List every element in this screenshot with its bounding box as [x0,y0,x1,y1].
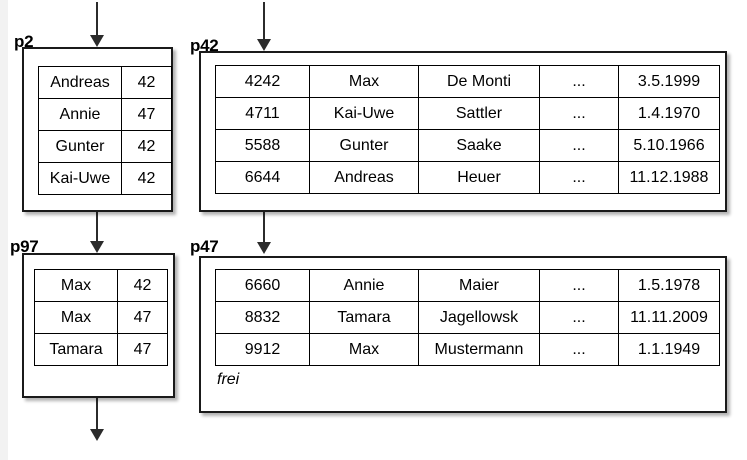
record-date-cell: 1.4.1970 [618,97,720,130]
table-row[interactable]: Max 47 [34,301,168,334]
page-label-p97: p97 [10,237,39,256]
index-key-cell: Annie [38,98,122,131]
page-box-p42[interactable]: 4242 Max De Monti ... 3.5.1999 4711 Kai-… [199,51,727,212]
record-date-cell: 5.10.1966 [618,129,720,162]
record-ellipsis-cell: ... [539,97,619,130]
record-firstname-cell: Max [309,333,419,366]
record-id-cell: 5588 [215,129,310,162]
index-value-cell: 47 [117,333,168,366]
index-key-cell: Kai-Uwe [38,162,122,195]
arrow-down-p2-to-p97 [89,209,105,255]
index-value-cell: 42 [121,130,172,163]
page-label-p42: p42 [190,36,219,55]
record-ellipsis-cell: ... [539,269,619,302]
record-ellipsis-cell: ... [539,129,619,162]
page-box-p97[interactable]: Max 42 Max 47 Tamara 47 [22,253,175,398]
record-date-cell: 1.5.1978 [618,269,720,302]
record-firstname-cell: Kai-Uwe [309,97,419,130]
index-key-cell: Andreas [38,66,122,99]
record-date-cell: 1.1.1949 [618,333,720,366]
record-id-cell: 6644 [215,161,310,194]
record-id-cell: 9912 [215,333,310,366]
arrow-down-out-of-p97 [89,395,105,443]
record-lastname-cell: Mustermann [418,333,540,366]
record-date-cell: 11.12.1988 [618,161,720,194]
table-row[interactable]: 9912 Max Mustermann ... 1.1.1949 [215,333,720,366]
table-row[interactable]: Tamara 47 [34,333,168,366]
table-row[interactable]: Gunter 42 [38,130,172,163]
free-space-label: frei [217,371,240,388]
table-row[interactable]: Kai-Uwe 42 [38,162,172,195]
record-lastname-cell: Maier [418,269,540,302]
record-ellipsis-cell: ... [539,301,619,334]
page-box-p47[interactable]: 6660 Annie Maier ... 1.5.1978 8832 Tamar… [199,256,727,413]
table-row[interactable]: Max 42 [34,269,168,302]
record-lastname-cell: Saake [418,129,540,162]
record-firstname-cell: Gunter [309,129,419,162]
record-date-cell: 11.11.2009 [618,301,720,334]
table-row[interactable]: 6660 Annie Maier ... 1.5.1978 [215,269,720,302]
table-row[interactable]: 6644 Andreas Heuer ... 11.12.1988 [215,161,720,194]
table-row[interactable]: Annie 47 [38,98,172,131]
left-gutter-strip [0,0,8,460]
index-value-cell: 47 [121,98,172,131]
record-lastname-cell: Heuer [418,161,540,194]
record-id-cell: 6660 [215,269,310,302]
data-table-p42: 4242 Max De Monti ... 3.5.1999 4711 Kai-… [215,65,720,194]
table-row[interactable]: 4242 Max De Monti ... 3.5.1999 [215,65,720,98]
data-table-p47: 6660 Annie Maier ... 1.5.1978 8832 Tamar… [215,269,720,366]
record-firstname-cell: Max [309,65,419,98]
record-lastname-cell: Jagellowsk [418,301,540,334]
arrow-down-into-p2 [89,2,105,48]
record-firstname-cell: Annie [309,269,419,302]
record-id-cell: 8832 [215,301,310,334]
arrow-down-into-p42 [256,2,272,52]
table-row[interactable]: Andreas 42 [38,66,172,99]
record-ellipsis-cell: ... [539,333,619,366]
record-firstname-cell: Tamara [309,301,419,334]
index-table-p2: Andreas 42 Annie 47 Gunter 42 Kai-Uwe 42 [38,66,172,195]
record-date-cell: 3.5.1999 [618,65,720,98]
index-value-cell: 42 [121,66,172,99]
index-value-cell: 42 [121,162,172,195]
record-id-cell: 4711 [215,97,310,130]
table-row[interactable]: 4711 Kai-Uwe Sattler ... 1.4.1970 [215,97,720,130]
record-lastname-cell: De Monti [418,65,540,98]
record-ellipsis-cell: ... [539,161,619,194]
table-row[interactable]: 8832 Tamara Jagellowsk ... 11.11.2009 [215,301,720,334]
index-key-cell: Tamara [34,333,118,366]
index-key-cell: Max [34,269,118,302]
record-firstname-cell: Andreas [309,161,419,194]
page-label-p47: p47 [190,237,219,256]
index-value-cell: 42 [117,269,168,302]
record-lastname-cell: Sattler [418,97,540,130]
index-key-cell: Max [34,301,118,334]
record-id-cell: 4242 [215,65,310,98]
arrow-down-p42-to-p47 [256,210,272,256]
table-row[interactable]: 5588 Gunter Saake ... 5.10.1966 [215,129,720,162]
index-table-p97: Max 42 Max 47 Tamara 47 [34,269,168,366]
page-label-p2: p2 [14,32,34,51]
index-key-cell: Gunter [38,130,122,163]
page-box-p2[interactable]: Andreas 42 Annie 47 Gunter 42 Kai-Uwe 42 [22,47,173,212]
index-value-cell: 47 [117,301,168,334]
record-ellipsis-cell: ... [539,65,619,98]
